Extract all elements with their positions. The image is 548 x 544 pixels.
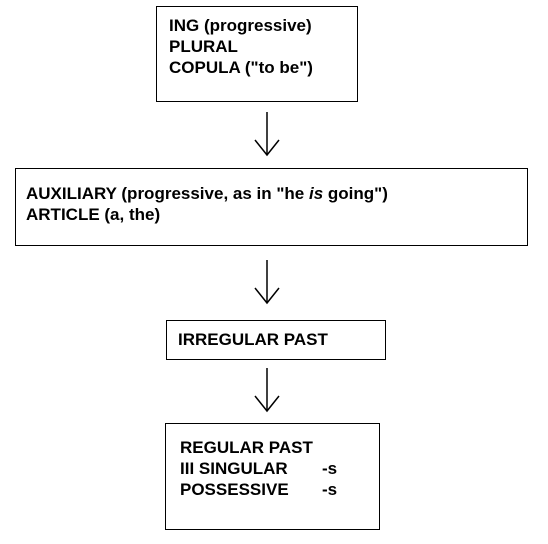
row-label: III SINGULAR — [180, 459, 288, 478]
row-suffix: -s — [322, 459, 338, 478]
stage-4-box: REGULAR PAST III SINGULAR -s POSSESSIVE -s — [165, 423, 380, 530]
stage-1-line-plural: PLURAL — [169, 37, 238, 56]
stage-3-line-irregular-past: IRREGULAR PAST — [178, 330, 328, 349]
auxiliary-text-before: AUXILIARY (progressive, as in "he — [26, 184, 309, 203]
stage-1-line-copula: COPULA ("to be") — [169, 58, 313, 77]
auxiliary-text-after: going") — [323, 184, 388, 203]
row-label: POSSESSIVE — [180, 480, 289, 499]
stage-3-box: IRREGULAR PAST — [166, 320, 386, 360]
auxiliary-text-italic: is — [308, 184, 324, 203]
stage-1-line-ing: ING (progressive) — [169, 16, 312, 35]
stage-4-row-third-singular: III SINGULAR -s — [180, 458, 379, 479]
stage-1-box: ING (progressive) PLURAL COPULA ("to be"… — [156, 6, 358, 102]
row-suffix: -s — [322, 480, 338, 499]
stage-2-line-article: ARTICLE (a, the) — [26, 205, 161, 224]
arrow-down-icon — [254, 260, 280, 305]
stage-4-row-regular-past: REGULAR PAST — [180, 437, 379, 458]
stage-2-line-auxiliary: AUXILIARY (progressive, as in "he is goi… — [26, 183, 527, 204]
stage-2-box: AUXILIARY (progressive, as in "he is goi… — [15, 168, 528, 246]
arrow-down-icon — [254, 368, 280, 413]
stage-4-row-possessive: POSSESSIVE -s — [180, 479, 379, 500]
arrow-down-icon — [254, 112, 280, 157]
row-label: REGULAR PAST — [180, 438, 313, 457]
